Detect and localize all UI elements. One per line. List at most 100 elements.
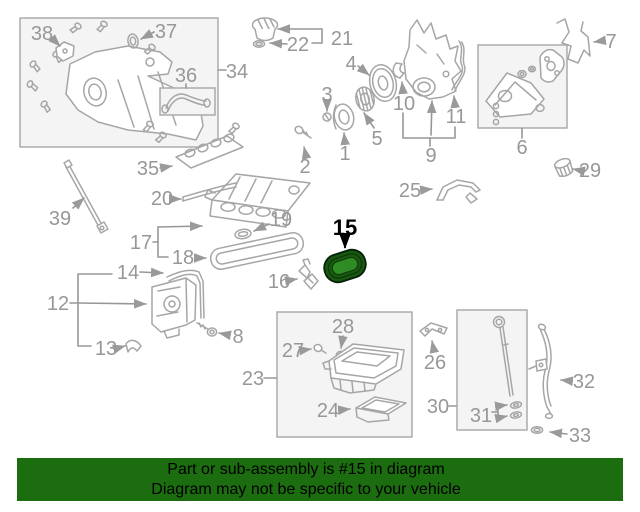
oil-pan-box xyxy=(276,311,413,438)
callout-23: 23 xyxy=(242,368,277,390)
callout-7-label: 7 xyxy=(605,31,616,53)
callout-29-label: 29 xyxy=(579,160,601,182)
dipstick-drawing xyxy=(492,315,514,397)
belt-cover-12-drawing xyxy=(151,277,197,339)
banner-line-2: Diagram may not be specific to your vehi… xyxy=(151,480,461,498)
callout-2-label: 2 xyxy=(299,156,310,178)
o-ring-37-drawing xyxy=(127,33,139,49)
bracket-16-drawing xyxy=(298,258,319,290)
gasket-25-drawing xyxy=(436,179,481,204)
callout-18: 18 xyxy=(172,247,207,269)
gasket-11-drawing xyxy=(451,40,466,92)
banner-line-1: Part or sub-assembly is #15 in diagram xyxy=(167,461,445,478)
valve-cover-gasket-drawing xyxy=(209,232,305,270)
callout-17: 17 xyxy=(130,221,203,258)
callout-31-label: 31 xyxy=(470,405,492,427)
callout-14-label: 14 xyxy=(117,262,139,284)
callout-35: 35 xyxy=(137,158,173,180)
callout-6: 6 xyxy=(516,127,528,159)
callout-3: 3 xyxy=(321,84,333,112)
callout-21: 21 xyxy=(277,24,353,50)
callout-38: 38 xyxy=(31,23,61,47)
callout-34: 34 xyxy=(217,61,248,83)
callout-30: 30 xyxy=(427,396,457,418)
callout-8: 8 xyxy=(218,326,244,348)
key-3-drawing xyxy=(322,112,332,122)
sprocket-5-drawing xyxy=(355,86,375,112)
callout-13: 13 xyxy=(95,338,126,360)
callout-31: 31 xyxy=(470,401,508,427)
bracket-12-13-14 xyxy=(77,273,113,347)
callout-25: 25 xyxy=(399,180,433,202)
exhaust-gasket-drawing xyxy=(175,121,244,169)
callout-29: 29 xyxy=(572,160,601,182)
lower-oil-pan-drawing xyxy=(355,396,407,423)
callout-16-label: 16 xyxy=(268,271,290,293)
callout-30-label: 30 xyxy=(427,396,449,418)
callout-26-label: 26 xyxy=(424,352,446,374)
oil-filler-cap-drawing xyxy=(251,17,279,48)
callout-34-label: 34 xyxy=(226,61,248,83)
fitting-29-drawing xyxy=(553,157,574,178)
highlight-banner: Part or sub-assembly is #15 in diagram D… xyxy=(17,458,623,501)
highlighted-gasket-15 xyxy=(323,248,367,284)
callout-24: 24 xyxy=(317,400,351,422)
callout-28-label: 28 xyxy=(332,316,354,338)
upper-oil-pan-drawing xyxy=(322,343,405,394)
o-ring-22-drawing xyxy=(252,40,266,48)
bolt-8-drawing xyxy=(196,322,218,337)
hose-36-drawing xyxy=(161,93,211,114)
callout-12-label: 12 xyxy=(47,293,69,315)
callout-10-label: 10 xyxy=(393,93,415,115)
map-sensor-drawing xyxy=(55,41,75,62)
callout-11: 11 xyxy=(446,95,467,128)
callout-22: 22 xyxy=(269,34,309,56)
callout-33: 33 xyxy=(549,425,591,447)
callout-13-label: 13 xyxy=(95,338,117,360)
callout-9: 9 xyxy=(402,100,456,167)
callout-39-label: 39 xyxy=(49,208,71,230)
intake-manifold-assembly-box xyxy=(19,17,219,148)
callout-4-label: 4 xyxy=(345,53,356,75)
valve-cover-drawing xyxy=(182,173,311,228)
bracket-26-drawing xyxy=(419,322,448,337)
dipstick-box xyxy=(456,309,528,431)
callout-15: 15 xyxy=(333,215,357,250)
callout-4: 4 xyxy=(345,53,370,76)
callout-27-label: 27 xyxy=(282,340,304,362)
stay-rod-39-drawing xyxy=(63,159,109,234)
callout-28: 28 xyxy=(332,316,354,349)
pulley-hub-1-drawing xyxy=(332,103,355,131)
dipstick-tube-32-drawing xyxy=(528,323,554,420)
callout-36-label: 36 xyxy=(175,65,197,87)
callout-9-label: 9 xyxy=(425,145,436,167)
callout-11-label: 11 xyxy=(446,106,467,128)
seal-14-drawing xyxy=(166,269,205,319)
callout-17-label: 17 xyxy=(130,232,152,254)
callout-27: 27 xyxy=(282,340,312,362)
callout-36: 36 xyxy=(175,65,197,89)
callout-19: 19 xyxy=(253,209,292,232)
callout-2: 2 xyxy=(299,146,312,178)
callout-26: 26 xyxy=(424,340,446,374)
callout-38-label: 38 xyxy=(31,23,53,45)
clip-13-drawing xyxy=(125,339,142,353)
callout-16: 16 xyxy=(268,271,298,293)
timing-cover-drawing xyxy=(392,19,466,100)
callout-37-label: 37 xyxy=(155,21,177,43)
gasket-7-drawing xyxy=(556,18,591,64)
callout-14: 14 xyxy=(117,262,164,284)
callout-23-label: 23 xyxy=(242,368,264,390)
seal-33-drawing xyxy=(530,425,544,435)
callout-10: 10 xyxy=(393,81,415,115)
callout-20: 20 xyxy=(151,188,182,210)
crank-bolt-2-drawing xyxy=(294,125,312,139)
callout-37: 37 xyxy=(140,21,177,43)
clip-10-drawing xyxy=(392,62,405,79)
callout-22-label: 22 xyxy=(287,34,309,56)
callout-12: 12 xyxy=(47,293,146,315)
mount-bracket-box xyxy=(477,44,568,129)
seal-19-drawing xyxy=(234,228,252,240)
